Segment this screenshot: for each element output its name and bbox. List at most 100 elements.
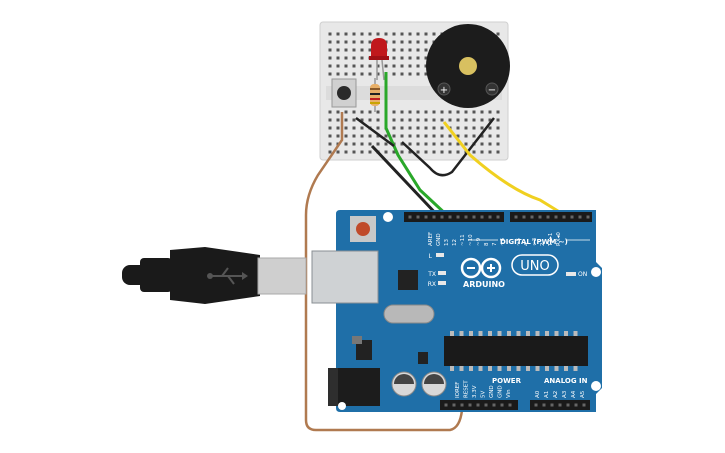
breadboard-hole	[400, 110, 404, 114]
mounting-hole	[591, 381, 601, 391]
breadboard-hole	[376, 32, 380, 36]
breadboard-hole	[456, 126, 460, 130]
label-rx: RX	[428, 281, 436, 288]
breadboard-hole	[352, 72, 356, 76]
power-pin-label: RESET	[464, 380, 470, 398]
breadboard-hole	[328, 118, 332, 122]
ic-pin	[488, 331, 492, 336]
ic-pin	[564, 366, 568, 371]
breadboard-hole	[392, 48, 396, 52]
analog-pin-label: A5	[580, 390, 586, 398]
header-hole	[444, 403, 448, 407]
breadboard-hole	[432, 142, 436, 146]
header-hole	[566, 403, 570, 407]
led-tx	[438, 271, 446, 275]
header-hole	[488, 215, 492, 219]
breadboard-hole	[408, 110, 412, 114]
breadboard-hole	[392, 110, 396, 114]
header-hole	[542, 403, 546, 407]
breadboard-hole	[400, 48, 404, 52]
breadboard-hole	[432, 126, 436, 130]
breadboard-hole	[328, 32, 332, 36]
model-badge	[511, 254, 559, 276]
breadboard-hole	[416, 134, 420, 138]
breadboard-hole	[400, 64, 404, 68]
breadboard-hole	[344, 150, 348, 154]
breadboard-hole	[368, 40, 372, 44]
breadboard-hole	[344, 56, 348, 60]
breadboard-hole	[336, 40, 340, 44]
ic-pin	[526, 366, 530, 371]
usb-cable	[122, 247, 307, 304]
breadboard-hole	[408, 72, 412, 76]
header-hole	[570, 215, 574, 219]
header-hole	[492, 403, 496, 407]
breadboard-hole	[328, 56, 332, 60]
analog-pin-label: A1	[544, 391, 550, 398]
breadboard-hole	[408, 126, 412, 130]
digital-header	[404, 212, 504, 222]
breadboard-hole	[496, 150, 500, 154]
breadboard-hole	[440, 142, 444, 146]
usb-b-jack	[311, 250, 379, 304]
ic-pin	[554, 366, 559, 371]
small-chip	[418, 352, 428, 364]
header-hole	[432, 215, 436, 219]
wire-green-pin13	[384, 72, 452, 220]
breadboard-hole	[416, 40, 420, 44]
breadboard-hole	[464, 118, 468, 122]
breadboard-hole	[480, 110, 484, 114]
breadboard-hole	[336, 134, 340, 138]
digital-pin-label: 12	[452, 239, 458, 246]
ic-pin	[535, 366, 540, 371]
header-hole	[550, 403, 554, 407]
power-pin-label: 3.3V	[472, 385, 478, 398]
push-button[interactable]	[331, 78, 357, 108]
breadboard-hole	[472, 134, 476, 138]
breadboard-hole	[416, 110, 420, 114]
breadboard-hole	[424, 118, 428, 122]
breadboard-hole	[368, 64, 372, 68]
label-l: L	[429, 253, 433, 260]
header-hole	[534, 403, 538, 407]
breadboard-hole	[328, 150, 332, 154]
breadboard-hole	[496, 118, 500, 122]
breadboard-hole	[464, 126, 468, 130]
breadboard-hole	[440, 118, 444, 122]
ic-pin	[450, 366, 454, 371]
breadboard-hole	[464, 134, 468, 138]
breadboard-hole	[360, 64, 364, 68]
breadboard-hole	[496, 32, 500, 36]
breadboard-hole	[368, 72, 372, 76]
breadboard-hole	[400, 118, 404, 122]
header-hole	[476, 403, 480, 407]
breadboard-hole	[400, 56, 404, 60]
analog-pin-label: A3	[562, 390, 568, 398]
wire-black-gnd	[370, 144, 442, 220]
wires	[304, 72, 567, 432]
header-hole	[484, 403, 488, 407]
header-hole	[582, 403, 586, 407]
analog-header-label: ANALOG IN	[544, 377, 588, 385]
breadboard-hole	[448, 134, 452, 138]
ic-pin	[459, 366, 464, 371]
breadboard-hole	[352, 64, 356, 68]
breadboard-hole	[488, 142, 492, 146]
header-hole	[500, 403, 504, 407]
breadboard-hole	[368, 142, 372, 146]
model-label: UNO	[520, 259, 549, 274]
breadboard-hole	[416, 56, 420, 60]
breadboard-hole	[400, 142, 404, 146]
breadboard-hole	[416, 150, 420, 154]
breadboard-hole	[344, 118, 348, 122]
ic-pin	[564, 331, 568, 336]
digital-pin-label: AREF	[428, 232, 434, 246]
breadboard-hole	[408, 64, 412, 68]
power-header-label: POWER	[492, 377, 522, 385]
ic-pin	[545, 366, 549, 371]
reset-button[interactable]	[350, 216, 376, 242]
atmega-pins	[450, 331, 578, 371]
breadboard-hole	[376, 118, 380, 122]
breadboard-hole	[432, 134, 436, 138]
